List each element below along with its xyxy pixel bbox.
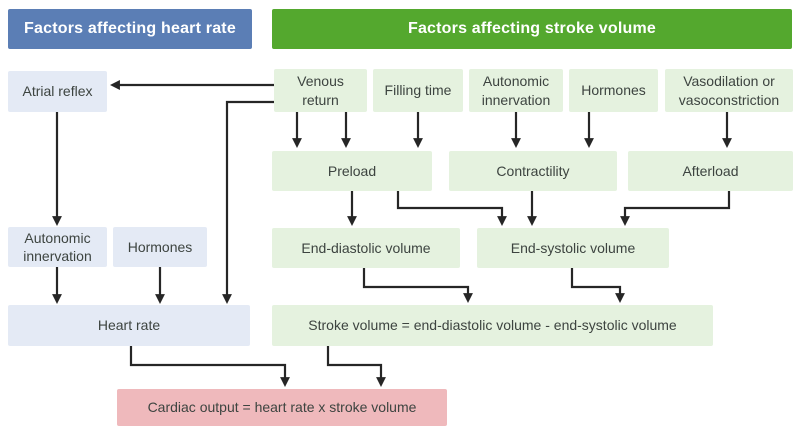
node-vasodilation-vasoconstriction: Vasodilation or vasoconstriction (665, 69, 793, 112)
node-heart-rate: Heart rate (8, 305, 250, 346)
node-stroke-volume-equation: Stroke volume = end-diastolic volume - e… (272, 305, 713, 346)
node-preload: Preload (272, 151, 432, 191)
node-filling-time: Filling time (373, 69, 463, 112)
arrow-afterload-to-end-systolic (620, 191, 731, 226)
arrow-end-diastolic-to-stroke-volume (362, 268, 473, 303)
node-hormones-left: Hormones (113, 227, 207, 267)
node-hormones-right: Hormones (569, 69, 658, 112)
node-atrial-reflex: Atrial reflex (8, 71, 107, 112)
node-end-diastolic-volume: End-diastolic volume (272, 228, 460, 268)
node-autonomic-innervation-right: Autonomic innervation (469, 69, 563, 112)
header-factors-heart-rate: Factors affecting heart rate (8, 9, 252, 49)
node-afterload: Afterload (628, 151, 793, 191)
arrow-end-systolic-to-stroke-volume (570, 268, 625, 303)
node-venous-return: Venous return (274, 69, 367, 112)
arrow-preload-to-end-systolic (396, 191, 507, 226)
arrow-heart-rate-to-cardiac-output (129, 346, 290, 387)
node-end-systolic-volume: End-systolic volume (477, 228, 669, 268)
header-factors-stroke-volume: Factors affecting stroke volume (272, 9, 792, 49)
arrow-stroke-volume-to-cardiac-output (326, 345, 386, 387)
node-autonomic-innervation-left: Autonomic innervation (8, 227, 107, 267)
node-cardiac-output-equation: Cardiac output = heart rate x stroke vol… (117, 389, 447, 426)
arrow-venous-return-to-heart-rate (222, 100, 274, 304)
node-contractility: Contractility (449, 151, 617, 191)
